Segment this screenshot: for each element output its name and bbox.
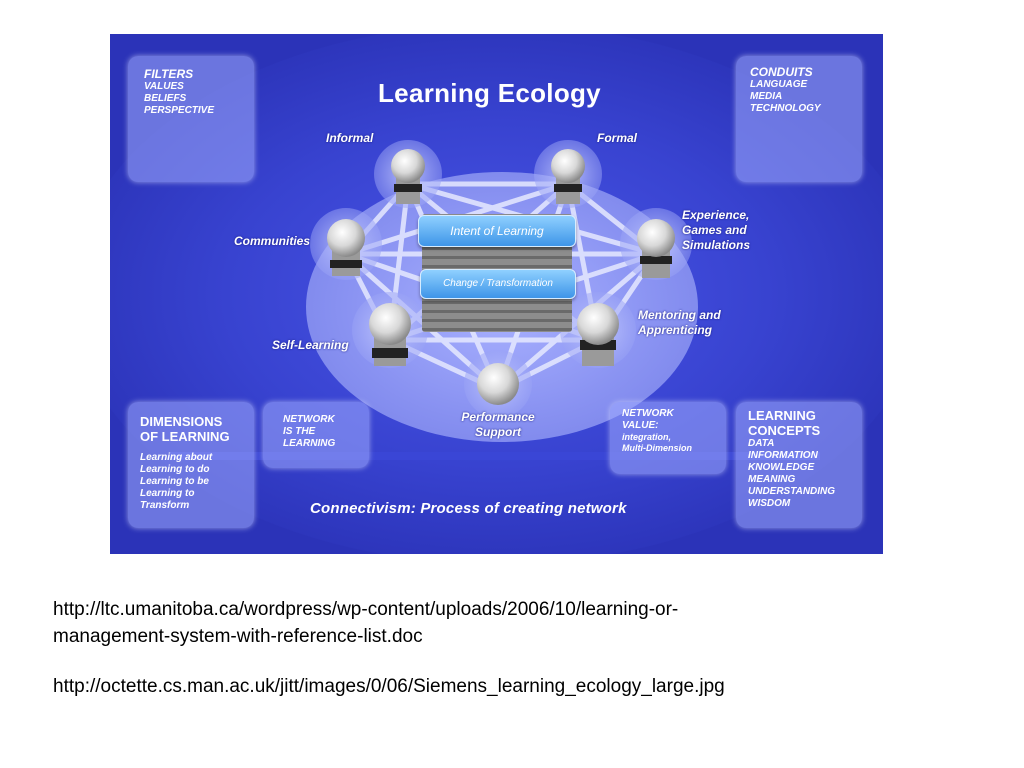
- learning-ecology-diagram: Intent of Learning Change / Transformati…: [110, 34, 883, 554]
- network-value-item: integration,: [622, 432, 671, 442]
- node-communities: [310, 208, 382, 280]
- concepts-item: UNDERSTANDING: [748, 486, 836, 497]
- node-experience: [620, 208, 692, 280]
- concepts-item: KNOWLEDGE: [748, 462, 815, 473]
- filters-box: FILTERS VALUES BELIEFS PERSPECTIVE: [128, 56, 254, 182]
- label-performance-line: Performance: [461, 410, 535, 424]
- network-value-item: Multi-Dimension: [622, 443, 692, 453]
- diagram-title: Learning Ecology: [378, 78, 601, 108]
- label-experience-line: Games and: [682, 223, 747, 237]
- conduits-item: TECHNOLOGY: [750, 103, 821, 114]
- filters-item: PERSPECTIVE: [144, 105, 215, 116]
- concepts-item: WISDOM: [748, 498, 791, 509]
- background-ribbon: [170, 452, 820, 460]
- node-performance: [464, 350, 532, 418]
- network-item: IS THE: [283, 426, 316, 437]
- learning-concepts-box: LEARNING CONCEPTS DATA INFORMATION KNOWL…: [736, 402, 862, 528]
- label-experience-line: Experience,: [682, 208, 750, 222]
- dimensions-item: Learning to do: [140, 464, 210, 475]
- reference-link-2[interactable]: http://octette.cs.man.ac.uk/jitt/images/…: [53, 676, 725, 697]
- concepts-item: DATA: [748, 438, 775, 449]
- change-transformation-bar: Change / Transformation: [420, 269, 576, 299]
- label-self-learning: Self-Learning: [272, 338, 349, 352]
- filters-item: VALUES: [144, 81, 184, 92]
- node-informal: [374, 140, 442, 208]
- label-experience: Experience, Games and Simulations: [682, 208, 750, 253]
- conduits-item: LANGUAGE: [750, 79, 808, 90]
- network-value-box: NETWORK VALUE: integration, Multi-Dimens…: [610, 402, 726, 474]
- concepts-item: MEANING: [748, 474, 796, 485]
- network-item: NETWORK: [283, 414, 335, 425]
- label-mentoring: Mentoring and Apprenticing: [638, 308, 721, 338]
- node-self-learning: [352, 292, 428, 368]
- reference-link-1-line[interactable]: management-system-with-reference-list.do…: [53, 626, 423, 647]
- intent-of-learning-bar: Intent of Learning: [418, 215, 576, 247]
- dimensions-heading: DIMENSIONS: [140, 414, 223, 429]
- label-communities: Communities: [234, 234, 311, 248]
- connectivism-caption: Connectivism: Process of creating networ…: [310, 500, 627, 517]
- filters-heading: FILTERS: [144, 67, 194, 81]
- network-is-the-learning-box: NETWORK IS THE LEARNING: [263, 402, 369, 468]
- node-formal: [534, 140, 602, 208]
- label-performance: Performance Support: [458, 410, 538, 440]
- network-value-item: VALUE:: [622, 420, 659, 431]
- network-value-item: NETWORK: [622, 408, 674, 419]
- conduits-item: MEDIA: [750, 91, 783, 102]
- node-mentoring: [560, 292, 636, 368]
- conduits-heading: CONDUITS: [750, 65, 813, 79]
- label-formal: Formal: [597, 131, 638, 145]
- concepts-heading: LEARNING: [748, 408, 816, 423]
- label-experience-line: Simulations: [682, 238, 751, 252]
- dimensions-of-learning-box: DIMENSIONS OF LEARNING Learning about Le…: [128, 402, 254, 528]
- reference-link-1[interactable]: http://ltc.umanitoba.ca/wordpress/wp-con…: [53, 596, 993, 650]
- dimensions-item: Learning to be: [140, 476, 209, 487]
- dimensions-item: Learning to: [140, 488, 195, 499]
- concepts-item: INFORMATION: [748, 450, 818, 461]
- conduits-box: CONDUITS LANGUAGE MEDIA TECHNOLOGY: [736, 56, 862, 182]
- network-item: LEARNING: [283, 438, 336, 449]
- dimensions-item: Learning about: [140, 452, 213, 463]
- filters-item: BELIEFS: [144, 93, 187, 104]
- label-mentoring-line: Mentoring and: [638, 308, 721, 322]
- dimensions-heading: OF LEARNING: [140, 429, 230, 444]
- label-performance-line: Support: [475, 425, 521, 439]
- label-informal: Informal: [326, 131, 374, 145]
- dimensions-item: Transform: [140, 500, 190, 511]
- reference-link-1-line[interactable]: http://ltc.umanitoba.ca/wordpress/wp-con…: [53, 599, 679, 620]
- concepts-heading: CONCEPTS: [748, 423, 821, 438]
- label-mentoring-line: Apprenticing: [638, 323, 712, 337]
